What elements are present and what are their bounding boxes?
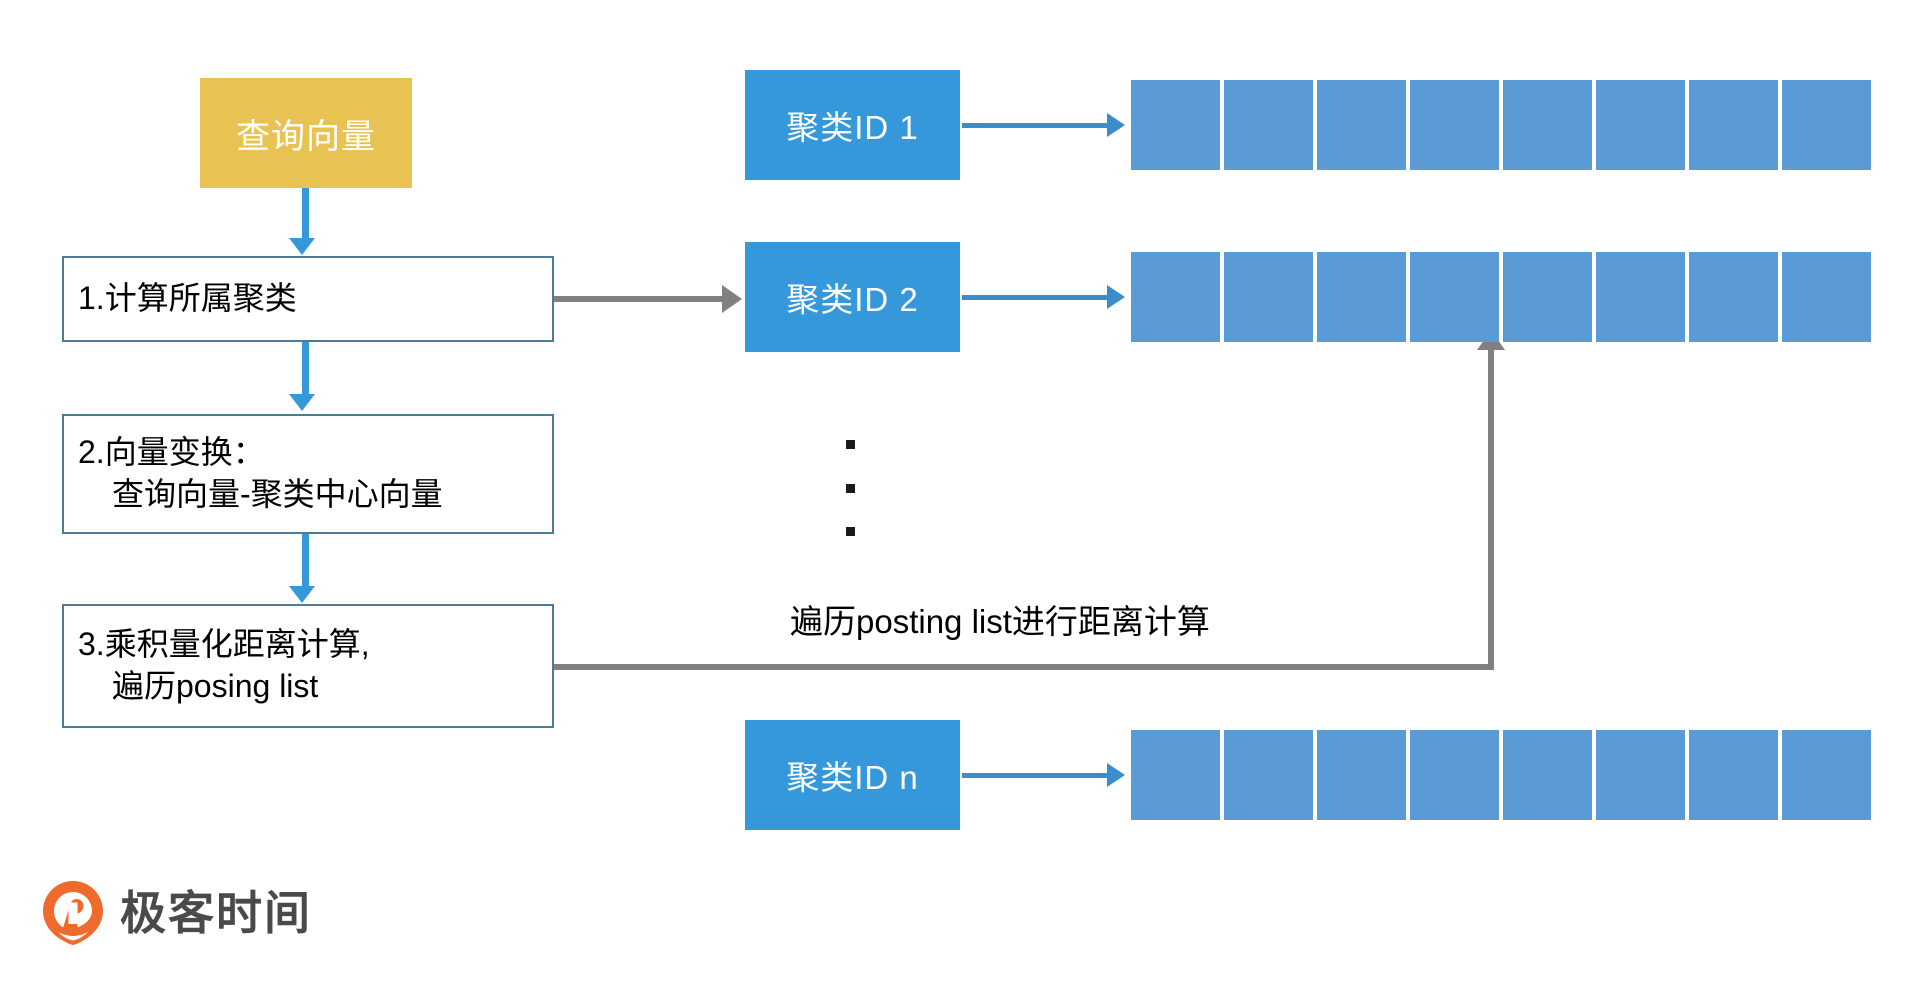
posting-cell xyxy=(1689,252,1778,342)
arrow-cluster2-to-postinglist-line xyxy=(962,295,1107,300)
brand-logo: 极客时间 xyxy=(42,880,312,946)
ellipsis-dot xyxy=(845,440,855,449)
posting-cell xyxy=(1224,730,1313,820)
arrow-step2-to-step3-line xyxy=(302,534,309,586)
posting-cell xyxy=(1503,80,1592,170)
posting-cell xyxy=(1410,80,1499,170)
posting-cell xyxy=(1782,80,1871,170)
posting-cell xyxy=(1689,80,1778,170)
logo-text: 极客时间 xyxy=(120,887,312,939)
ellipsis-dot xyxy=(845,483,855,493)
posting-cell xyxy=(1410,252,1499,342)
arrow-cluster1-to-postinglist-line xyxy=(962,123,1107,128)
arrow-clustern-to-postinglist-head xyxy=(1107,763,1125,787)
cluster-id-box-2: 聚类ID 2 xyxy=(745,242,960,352)
arrow-step3-to-postinglist-line-h xyxy=(554,664,1494,670)
posting-cell xyxy=(1503,730,1592,820)
posting-cell xyxy=(1224,80,1313,170)
posting-cell xyxy=(1131,730,1220,820)
ellipsis-dot xyxy=(845,527,855,536)
cluster-id-box-1: 聚类ID 1 xyxy=(745,70,960,180)
posting-list-n xyxy=(1131,730,1871,820)
posting-cell xyxy=(1317,730,1406,820)
arrow-step3-to-postinglist-line-v xyxy=(1488,348,1494,670)
posting-cell xyxy=(1410,730,1499,820)
posting-cell xyxy=(1131,252,1220,342)
vertical-ellipsis-icon xyxy=(842,440,858,536)
step-box-1: 1.计算所属聚类 xyxy=(62,256,554,342)
arrow-cluster2-to-postinglist-head xyxy=(1107,285,1125,309)
posting-cell xyxy=(1596,730,1685,820)
arrow-step1-to-cluster2-line xyxy=(554,296,722,302)
step-box-2: 2.向量变换： 查询向量-聚类中心向量 xyxy=(62,414,554,534)
arrow-step2-to-step3-head xyxy=(289,586,315,603)
query-vector-box: 查询向量 xyxy=(200,78,412,188)
cluster-id-box-n: 聚类ID n xyxy=(745,720,960,830)
step-box-3: 3.乘积量化距离计算, 遍历posing list xyxy=(62,604,554,728)
step-3-line-1: 3.乘积量化距离计算, xyxy=(78,626,370,663)
geektime-logo-icon xyxy=(42,880,104,946)
arrow-query-to-step1-line xyxy=(302,188,309,238)
posting-cell xyxy=(1317,80,1406,170)
arrow-step1-to-step2-head xyxy=(289,394,315,411)
arrow-query-to-step1-head xyxy=(289,238,315,255)
arrow-step1-to-cluster2-head xyxy=(722,285,742,313)
posting-cell xyxy=(1596,80,1685,170)
arrow-cluster1-to-postinglist-head xyxy=(1107,113,1125,137)
step-2-line-1: 2.向量变换： xyxy=(78,434,265,471)
step-3-line-2: 遍历posing list xyxy=(112,668,319,704)
posting-cell xyxy=(1503,252,1592,342)
posting-cell xyxy=(1224,252,1313,342)
step-1-line-1: 1.计算所属聚类 xyxy=(78,280,297,317)
posting-cell xyxy=(1782,252,1871,342)
posting-list-1 xyxy=(1131,80,1871,170)
step-2-line-2: 查询向量-聚类中心向量 xyxy=(112,476,443,512)
posting-cell xyxy=(1689,730,1778,820)
traverse-posting-list-caption: 遍历posting list进行距离计算 xyxy=(790,603,1210,640)
posting-cell xyxy=(1782,730,1871,820)
arrow-clustern-to-postinglist-line xyxy=(962,773,1107,778)
posting-list-2 xyxy=(1131,252,1871,342)
posting-cell xyxy=(1317,252,1406,342)
posting-cell xyxy=(1596,252,1685,342)
arrow-step1-to-step2-line xyxy=(302,342,309,394)
posting-cell xyxy=(1131,80,1220,170)
